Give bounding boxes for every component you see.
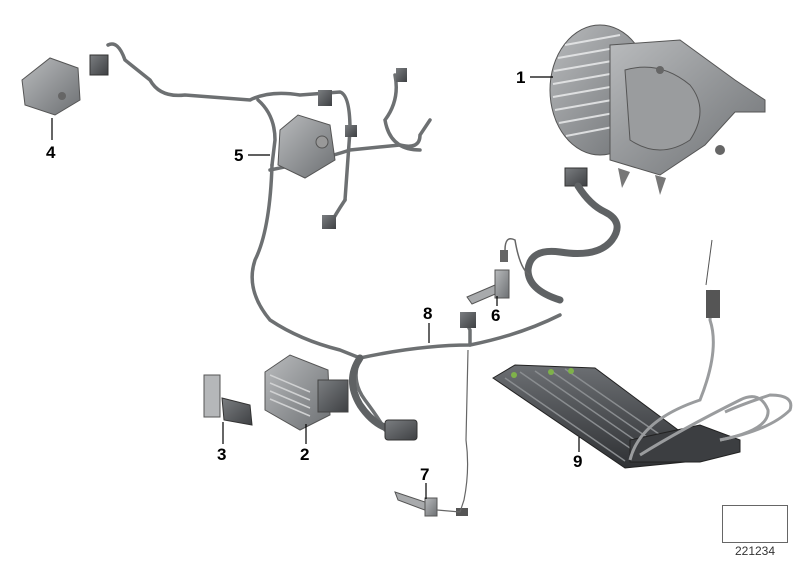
callout-7: 7 xyxy=(420,465,430,484)
callout-6: 6 xyxy=(491,306,501,325)
reference-number: 221234 xyxy=(734,544,776,558)
harness-connector-lower xyxy=(322,215,336,229)
heater-element-part-9 xyxy=(492,239,793,469)
callout-5: 5 xyxy=(234,146,244,165)
blower-resistor-part-2 xyxy=(264,354,349,431)
callout-3: 3 xyxy=(217,445,227,464)
harness-connector-center xyxy=(460,312,476,328)
callout-4: 4 xyxy=(46,143,56,162)
temperature-sensor-part-7 xyxy=(394,349,469,517)
actuator-part-5 xyxy=(277,114,336,179)
harness-connector-top-right xyxy=(396,68,407,82)
actuator-part-4 xyxy=(21,54,109,116)
harness-connector-mid xyxy=(345,125,357,137)
reference-box xyxy=(722,505,788,543)
resistor-part-3 xyxy=(203,374,253,426)
callout-8: 8 xyxy=(423,304,433,323)
temperature-sensor-part-6 xyxy=(466,238,531,305)
callout-9: 9 xyxy=(573,452,583,471)
blower-motor-part xyxy=(549,24,766,195)
harness-connector-bottom xyxy=(384,419,418,441)
harness-connector-top xyxy=(318,90,332,106)
wiring-harness-part xyxy=(106,42,562,432)
callout-1: 1 xyxy=(516,68,526,87)
callout-2: 2 xyxy=(300,445,310,464)
